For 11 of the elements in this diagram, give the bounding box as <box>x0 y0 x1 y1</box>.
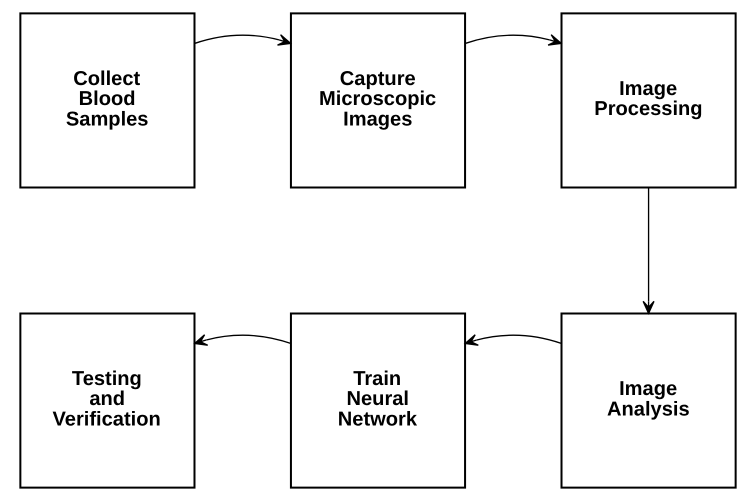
arrow <box>465 34 562 46</box>
node-box: Image Analysis <box>560 312 737 489</box>
node-box: Capture Microscopic Images <box>290 12 466 189</box>
arrow <box>194 334 291 346</box>
node-box: Train Neural Network <box>290 312 466 489</box>
node-box: Image Processing <box>560 12 737 189</box>
arrow <box>464 334 562 346</box>
node-box: Collect Blood Samples <box>19 12 196 189</box>
arrow <box>642 188 655 314</box>
node-box: Testing and Verification <box>19 312 196 489</box>
arrow <box>194 34 292 46</box>
